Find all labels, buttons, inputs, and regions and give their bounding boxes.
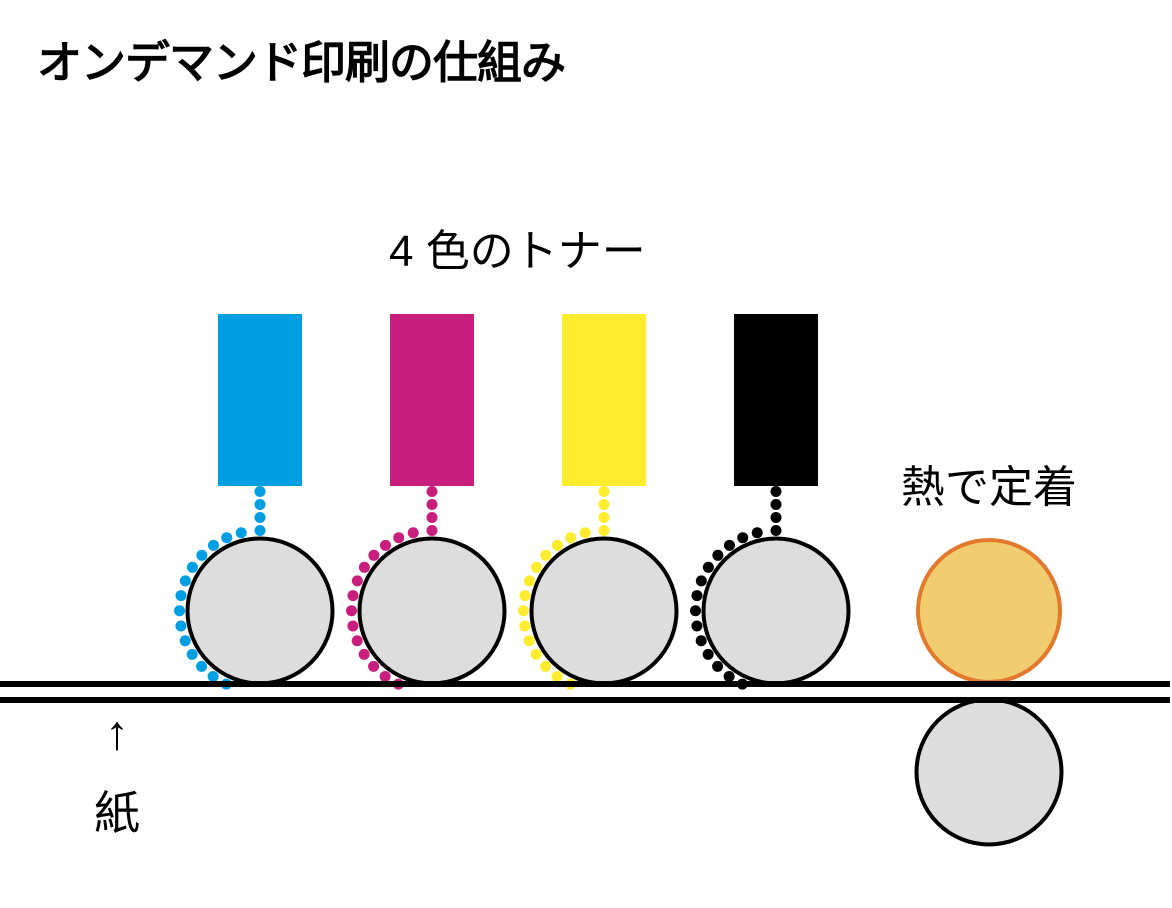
magenta-toner-arc-dot xyxy=(379,670,391,682)
black-toner-arc-dot xyxy=(751,527,763,539)
magenta-toner-arc-dot xyxy=(351,575,363,587)
magenta-toner-arc-dot xyxy=(358,561,370,573)
black-toner-feed-dot xyxy=(770,499,782,510)
magenta-toner-cartridge xyxy=(390,314,474,486)
black-toner-arc-dot xyxy=(691,590,703,602)
cyan-toner-arc-dot xyxy=(207,670,219,682)
yellow-toner-drum-roller xyxy=(529,536,679,686)
yellow-toner-arc-dot xyxy=(579,527,591,539)
magenta-toner-arc-dot xyxy=(347,590,359,602)
pressure-roller xyxy=(914,697,1064,847)
black-toner-arc-dot xyxy=(712,549,724,561)
cyan-toner-arc-dot xyxy=(196,549,208,561)
yellow-toner-arc-dot xyxy=(518,605,530,617)
black-toner-arc-dot xyxy=(702,561,714,573)
black-toner-arc-dot xyxy=(691,620,703,632)
black-toner-arc-dot xyxy=(723,670,735,682)
magenta-toner-arc-dot xyxy=(347,620,359,632)
toner-group-label: 4 色のトナー xyxy=(389,227,646,276)
paper-label: 紙 xyxy=(94,787,140,839)
yellow-toner-arc-dot xyxy=(530,561,542,573)
magenta-toner-feed-dot xyxy=(426,486,438,497)
magenta-toner-arc-dot xyxy=(393,532,405,544)
yellow-toner-feed-dot xyxy=(598,499,610,510)
cyan-toner-arc-dot xyxy=(186,561,198,573)
cyan-toner-arc-dot xyxy=(174,605,186,617)
yellow-toner-arc-dot xyxy=(540,549,552,561)
yellow-toner-feed-dot xyxy=(598,512,610,523)
magenta-toner-arc-dot xyxy=(379,539,391,551)
yellow-toner-arc-dot xyxy=(519,590,531,602)
cyan-toner-cartridge xyxy=(218,314,302,486)
black-toner-arc-dot xyxy=(712,660,724,672)
cyan-toner-arc-dot xyxy=(196,660,208,672)
black-toner-drum-roller xyxy=(701,536,851,686)
black-toner-arc-dot xyxy=(690,605,702,617)
black-toner-cartridge xyxy=(734,314,818,486)
black-toner-feed-dot xyxy=(770,512,782,523)
cyan-toner-arc-dot xyxy=(221,532,233,544)
black-toner-arc-dot xyxy=(695,575,707,587)
yellow-toner-arc-dot xyxy=(540,660,552,672)
cyan-toner-arc-dot xyxy=(179,635,191,647)
black-toner-feed-dot xyxy=(770,486,782,497)
magenta-toner-arc-dot xyxy=(368,660,380,672)
cyan-toner-feed-dot xyxy=(254,512,266,523)
cyan-toner-feed-dot xyxy=(254,499,266,510)
magenta-toner-drum-roller xyxy=(357,536,507,686)
cyan-toner-arc-dot xyxy=(207,539,219,551)
yellow-toner-arc-dot xyxy=(565,532,577,544)
cyan-toner-arc-dot xyxy=(179,575,191,587)
black-toner-arc-dot xyxy=(723,539,735,551)
yellow-toner-arc-dot xyxy=(551,670,563,682)
yellow-toner-arc-dot xyxy=(530,648,542,660)
yellow-toner-arc-dot xyxy=(523,575,535,587)
cyan-toner-arc-dot xyxy=(186,648,198,660)
yellow-toner-feed-dot xyxy=(598,486,610,497)
magenta-toner-arc-dot xyxy=(351,635,363,647)
black-toner-feed-dot xyxy=(770,525,782,536)
fuser-roller xyxy=(916,538,1062,684)
black-toner-arc-dot xyxy=(695,635,707,647)
cyan-toner-feed-dot xyxy=(254,525,266,536)
yellow-toner-cartridge xyxy=(562,314,646,486)
cyan-toner-arc-dot xyxy=(175,590,187,602)
fuser-label: 熱で定着 xyxy=(901,463,1077,512)
cyan-toner-arc-dot xyxy=(175,620,187,632)
cyan-toner-drum-roller xyxy=(185,536,335,686)
magenta-toner-feed-dot xyxy=(426,499,438,510)
magenta-toner-arc-dot xyxy=(358,648,370,660)
black-toner-arc-dot xyxy=(702,648,714,660)
page-title: オンデマンド印刷の仕組み xyxy=(37,37,566,88)
magenta-toner-arc-dot xyxy=(368,549,380,561)
magenta-toner-arc-dot xyxy=(407,527,419,539)
magenta-toner-arc-dot xyxy=(346,605,358,617)
cyan-toner-feed-dot xyxy=(254,486,266,497)
magenta-toner-feed-dot xyxy=(426,512,438,523)
paper-up-arrow: ↑ xyxy=(105,707,129,760)
yellow-toner-arc-dot xyxy=(519,620,531,632)
yellow-toner-arc-dot xyxy=(551,539,563,551)
cyan-toner-arc-dot xyxy=(235,527,247,539)
black-toner-arc-dot xyxy=(737,532,749,544)
magenta-toner-feed-dot xyxy=(426,525,438,536)
yellow-toner-arc-dot xyxy=(523,635,535,647)
yellow-toner-feed-dot xyxy=(598,525,610,536)
